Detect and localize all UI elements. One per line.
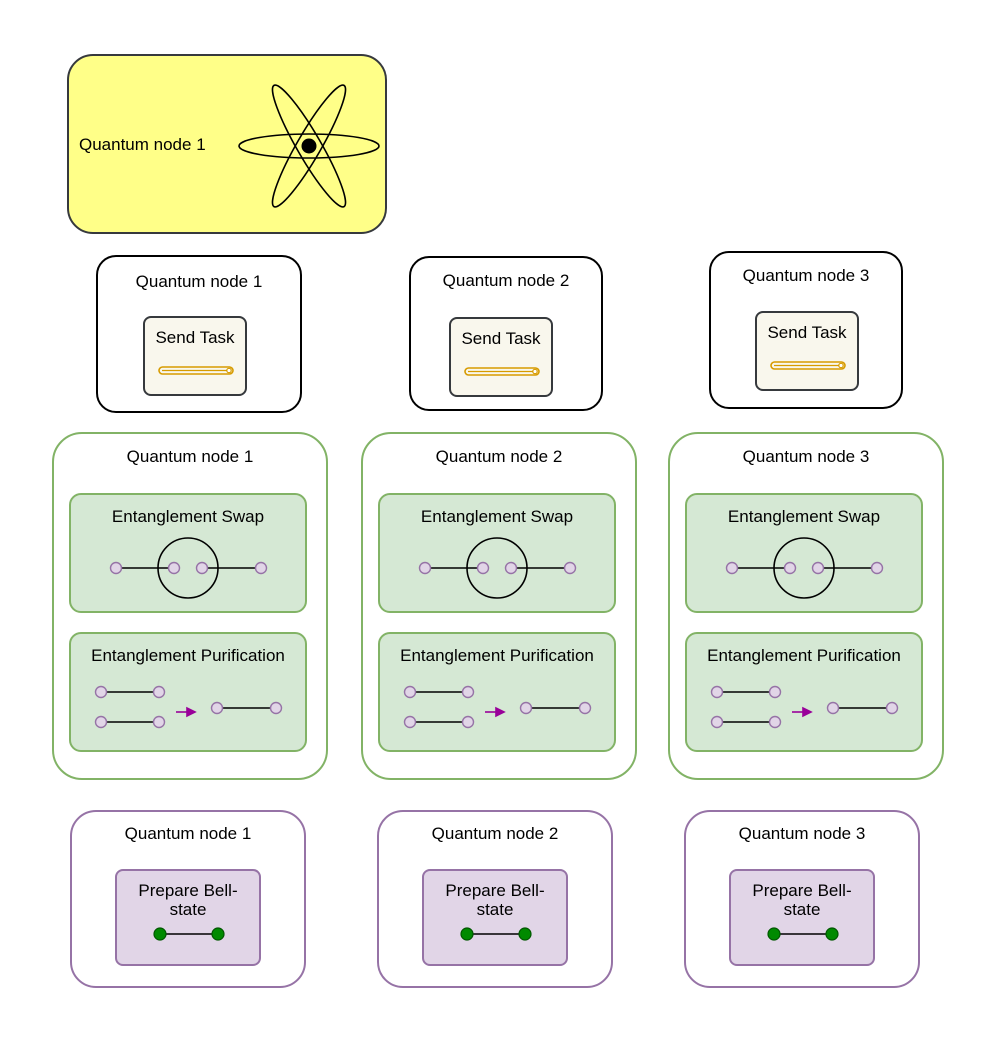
prepare-bell-state-task[interactable]: Prepare Bell- state bbox=[422, 869, 568, 966]
entanglement-node-title: Quantum node 2 bbox=[435, 447, 563, 466]
send-node-3: Quantum node 3 Send Task bbox=[709, 251, 903, 409]
send-node-title: Quantum node 2 bbox=[442, 271, 570, 290]
swap-icon bbox=[418, 537, 577, 599]
send-node-2: Quantum node 2 Send Task bbox=[409, 256, 603, 411]
send-node-title: Quantum node 3 bbox=[742, 266, 870, 285]
atom-icon bbox=[238, 84, 380, 208]
bell-pair-icon bbox=[460, 927, 532, 941]
entanglement-node-3: Quantum node 3 Entanglement Swap Entangl… bbox=[668, 432, 944, 780]
entanglement-node-1: Quantum node 1 Entanglement Swap Entangl… bbox=[52, 432, 328, 780]
entanglement-node-title: Quantum node 3 bbox=[742, 447, 870, 466]
send-task-label: Send Task bbox=[461, 329, 541, 348]
entanglement-node-title: Quantum node 1 bbox=[126, 447, 254, 466]
entanglement-swap-task[interactable]: Entanglement Swap bbox=[378, 493, 616, 613]
send-icon bbox=[464, 367, 540, 376]
swap-icon bbox=[725, 537, 884, 599]
bell-pair-icon bbox=[767, 927, 839, 941]
send-task-3[interactable]: Send Task bbox=[755, 311, 859, 391]
send-task-label: Send Task bbox=[767, 323, 847, 342]
bell-task-label-line2: state bbox=[169, 900, 207, 919]
bell-task-label-line1: Prepare Bell- bbox=[445, 881, 545, 900]
bell-node-2: Quantum node 2 Prepare Bell- state bbox=[377, 810, 613, 988]
swap-label: Entanglement Swap bbox=[420, 507, 574, 526]
purification-label: Entanglement Purification bbox=[400, 646, 594, 665]
entanglement-purification-task[interactable]: Entanglement Purification bbox=[685, 632, 923, 752]
entanglement-swap-task[interactable]: Entanglement Swap bbox=[69, 493, 307, 613]
send-task-label: Send Task bbox=[155, 328, 235, 347]
swap-label: Entanglement Swap bbox=[111, 507, 265, 526]
bell-task-label-line2: state bbox=[476, 900, 514, 919]
send-node-title: Quantum node 1 bbox=[135, 272, 263, 291]
bell-task-label-line1: Prepare Bell- bbox=[752, 881, 852, 900]
entanglement-swap-task[interactable]: Entanglement Swap bbox=[685, 493, 923, 613]
purification-icon bbox=[94, 685, 283, 729]
bell-pair-icon bbox=[153, 927, 225, 941]
bell-node-title: Quantum node 3 bbox=[738, 824, 866, 843]
bell-task-label-line2: state bbox=[783, 900, 821, 919]
purification-label: Entanglement Purification bbox=[91, 646, 285, 665]
prepare-bell-state-task[interactable]: Prepare Bell- state bbox=[115, 869, 261, 966]
swap-label: Entanglement Swap bbox=[727, 507, 881, 526]
swap-icon bbox=[109, 537, 268, 599]
bell-node-3: Quantum node 3 Prepare Bell- state bbox=[684, 810, 920, 988]
atom-quantum-node: Quantum node 1 bbox=[67, 54, 387, 234]
atom-node-label: Quantum node 1 bbox=[79, 135, 206, 154]
prepare-bell-state-task[interactable]: Prepare Bell- state bbox=[729, 869, 875, 966]
bell-task-label-line1: Prepare Bell- bbox=[138, 881, 238, 900]
entanglement-node-2: Quantum node 2 Entanglement Swap Entangl… bbox=[361, 432, 637, 780]
bell-node-title: Quantum node 2 bbox=[431, 824, 559, 843]
purification-icon bbox=[710, 685, 899, 729]
entanglement-purification-task[interactable]: Entanglement Purification bbox=[378, 632, 616, 752]
purification-icon bbox=[403, 685, 592, 729]
send-icon bbox=[770, 361, 846, 370]
bell-node-title: Quantum node 1 bbox=[124, 824, 252, 843]
send-task-2[interactable]: Send Task bbox=[449, 317, 553, 397]
purification-label: Entanglement Purification bbox=[707, 646, 901, 665]
send-task-1[interactable]: Send Task bbox=[143, 316, 247, 396]
entanglement-purification-task[interactable]: Entanglement Purification bbox=[69, 632, 307, 752]
send-node-1: Quantum node 1 Send Task bbox=[96, 255, 302, 413]
send-icon bbox=[158, 366, 234, 375]
bell-node-1: Quantum node 1 Prepare Bell- state bbox=[70, 810, 306, 988]
